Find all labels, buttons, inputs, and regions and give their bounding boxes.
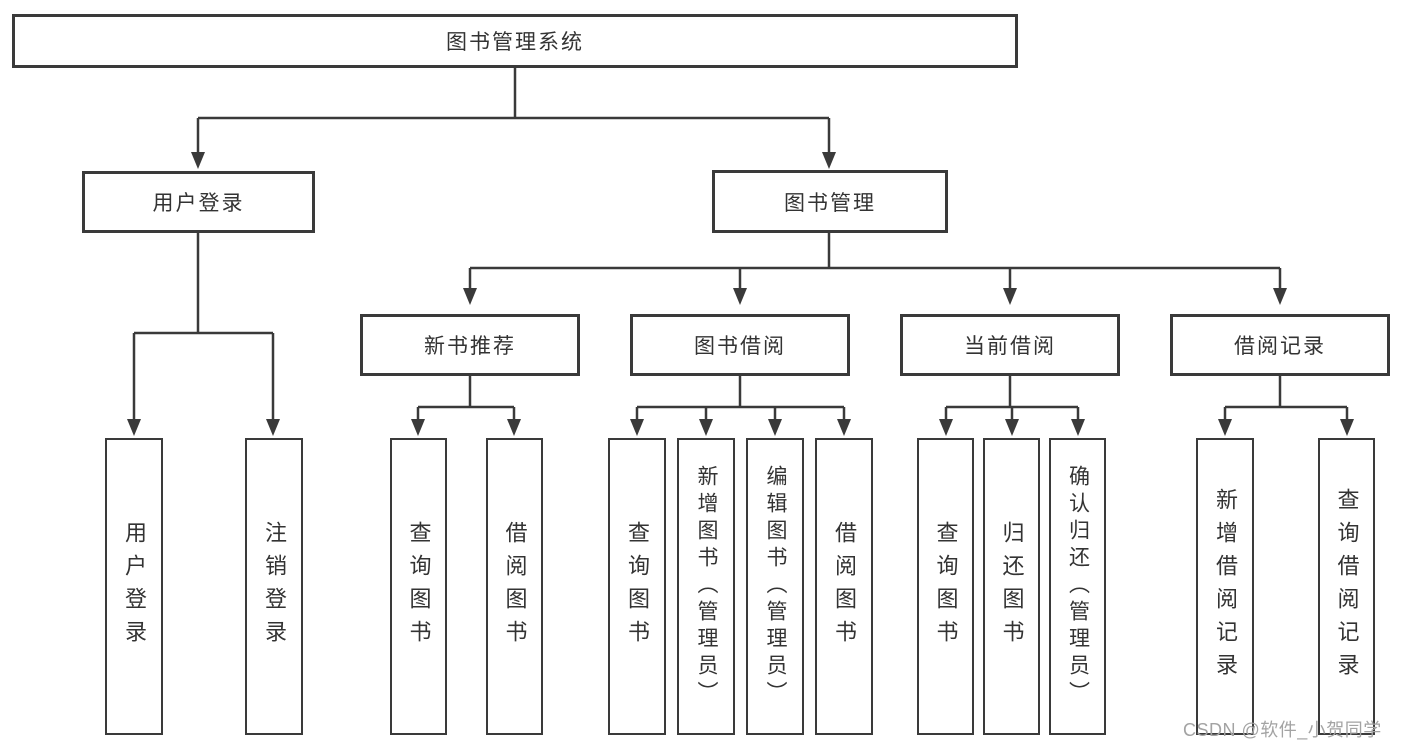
leaf-bb-edit-books-admin: 编辑图书（管理员） [746, 438, 804, 735]
leaf-br-add-record: 新增借阅记录 [1196, 438, 1254, 735]
leaf-cb-query-books: 查询图书 [917, 438, 974, 735]
csdn-watermark: CSDN @软件_小贺同学 [1183, 720, 1382, 740]
node-user-login: 用户登录 [82, 171, 315, 233]
node-borrowing-records: 借阅记录 [1170, 314, 1390, 376]
node-book-borrowing: 图书借阅 [630, 314, 850, 376]
leaf-cb-return-books: 归还图书 [983, 438, 1040, 735]
node-root-system: 图书管理系统 [12, 14, 1018, 68]
leaf-br-query-record: 查询借阅记录 [1318, 438, 1375, 735]
leaf-bb-query-books: 查询图书 [608, 438, 666, 735]
node-new-book-recommendation: 新书推荐 [360, 314, 580, 376]
leaf-nb-query-books: 查询图书 [390, 438, 447, 735]
leaf-bb-add-books-admin: 新增图书（管理员） [677, 438, 735, 735]
node-current-borrowing: 当前借阅 [900, 314, 1120, 376]
node-book-management: 图书管理 [712, 170, 948, 233]
leaf-nb-borrow-books: 借阅图书 [486, 438, 543, 735]
leaf-cb-confirm-return-admin: 确认归还（管理员） [1049, 438, 1106, 735]
leaf-logout: 注销登录 [245, 438, 303, 735]
leaf-bb-borrow-books: 借阅图书 [815, 438, 873, 735]
leaf-user-login: 用户登录 [105, 438, 163, 735]
